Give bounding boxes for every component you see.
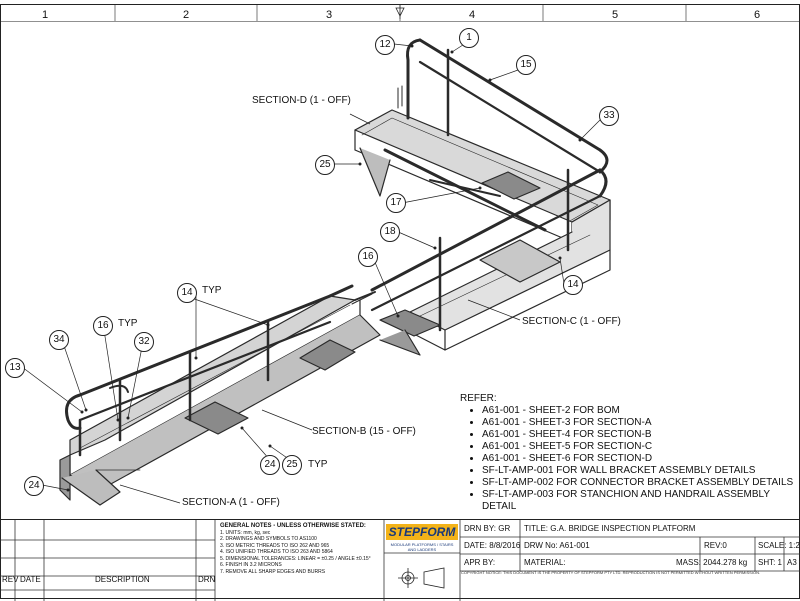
typ-label: TYP [118, 318, 138, 329]
item-balloon: 1 [459, 28, 479, 48]
revision: REV:0 [704, 541, 727, 550]
item-balloon: 33 [599, 106, 619, 126]
item-balloon: 25 [315, 155, 335, 175]
refer-item: SF-LT-AMP-003 FOR STANCHION AND HANDRAIL… [482, 489, 800, 513]
projection-symbol-icon [398, 567, 445, 589]
logo-tagline: MODULAR PLATFORMS / STAIRS AND LADDERS [390, 542, 454, 552]
note-line: 6. FINISH IN 3.2 MICRONS [220, 562, 282, 568]
section-d-label: SECTION-D (1 - OFF) [252, 95, 351, 106]
note-line: 4. ISO UNIFIED THREADS TO ISO 263 AND 58… [220, 549, 333, 555]
refer-item: A61-001 - SHEET-2 FOR BOM [482, 405, 800, 417]
drn-by: DRN BY: GR [464, 524, 511, 533]
note-line: 7. REMOVE ALL SHARP EDGES AND BURRS [220, 568, 326, 575]
refer-heading: REFER: [460, 393, 497, 404]
sheet-size: A3 [787, 558, 797, 567]
scale: SCALE: 1:2 [758, 541, 800, 550]
item-balloon: 16 [358, 247, 378, 267]
item-balloon: 13 [5, 358, 25, 378]
drawing-title: TITLE: G.A. BRIDGE INSPECTION PLATFORM [524, 524, 696, 533]
platform-isometric-drawing [21, 38, 611, 506]
refer-item: SF-LT-AMP-001 FOR WALL BRACKET ASSEMBLY … [482, 465, 800, 477]
typ-label: TYP [202, 285, 222, 296]
material: MATERIAL: [524, 558, 566, 567]
refer-item: SF-LT-AMP-002 FOR CONNECTOR BRACKET ASSE… [482, 477, 800, 489]
description-header: DESCRIPTION [95, 575, 150, 584]
refer-item: A61-001 - SHEET-6 FOR SECTION-D [482, 453, 800, 465]
typ-label: TYP [308, 459, 328, 470]
note-line: 1. UNITS: mm, kg, sec [220, 529, 271, 536]
title-block-grid [0, 520, 800, 601]
refer-item: A61-001 - SHEET-4 FOR SECTION-B [482, 429, 800, 441]
item-balloon: 32 [134, 332, 154, 352]
note-line: 5. DIMENSIONAL TOLERANCES: LINEAR = ±0.2… [220, 555, 371, 562]
item-balloon: 12 [375, 35, 395, 55]
refer-list: REFER: A61-001 - SHEET-2 FOR BOM A61-001… [460, 393, 800, 513]
item-balloon: 14 [563, 275, 583, 295]
title-block: REV DATE DESCRIPTION DRN STEPFORM MODULA… [0, 519, 800, 601]
note-line: 2. DRAWINGS AND SYMBOLS TO AS1100 [220, 536, 317, 542]
copyright-notice: COPYRIGHT NOTICE: THIS DOCUMENT IS THE P… [461, 570, 761, 575]
item-balloon: 16 [93, 316, 113, 336]
item-balloon: 34 [49, 330, 69, 350]
grid-label: 3 [326, 9, 333, 21]
grid-label: 4 [469, 9, 476, 21]
logo-word: STEPFORM [386, 524, 458, 540]
item-balloon: 17 [386, 193, 406, 213]
item-balloon: 15 [516, 55, 536, 75]
grid-label: 5 [612, 9, 619, 21]
rev-header: REV [2, 575, 19, 584]
item-balloon: 14 [177, 283, 197, 303]
item-balloon: 24 [24, 476, 44, 496]
stepform-logo: STEPFORM MODULAR PLATFORMS / STAIRS AND … [386, 522, 458, 552]
date-header: DATE [20, 575, 41, 584]
notes-heading: GENERAL NOTES - UNLESS OTHERWISE STATED: [220, 523, 366, 529]
grid-label: 6 [754, 9, 761, 21]
section-a-label: SECTION-A (1 - OFF) [182, 497, 280, 508]
section-c-label: SECTION-C (1 - OFF) [522, 316, 621, 327]
grid-label: 1 [42, 9, 49, 21]
mass: MASS: 2044.278 kg [676, 558, 748, 567]
general-notes: GENERAL NOTES - UNLESS OTHERWISE STATED:… [220, 523, 380, 575]
section-b-label: SECTION-B (15 - OFF) [312, 426, 416, 437]
sheet-number: SHT: 1 [758, 558, 783, 567]
item-balloon: 18 [380, 222, 400, 242]
note-line: 3. ISO METRIC THREADS TO ISO 262 AND 965 [220, 542, 330, 549]
drawing-number: DRW No: A61-001 [524, 541, 590, 550]
refer-item: A61-001 - SHEET-5 FOR SECTION-C [482, 441, 800, 453]
drn-header: DRN [198, 575, 216, 584]
grid-label: 2 [183, 9, 190, 21]
drawing-date: DATE: 8/8/2016 [464, 541, 521, 550]
item-balloon: 24 [260, 455, 280, 475]
approved-by: APR BY: [464, 558, 496, 567]
item-balloon: 25 [282, 455, 302, 475]
refer-item: A61-001 - SHEET-3 FOR SECTION-A [482, 417, 800, 429]
